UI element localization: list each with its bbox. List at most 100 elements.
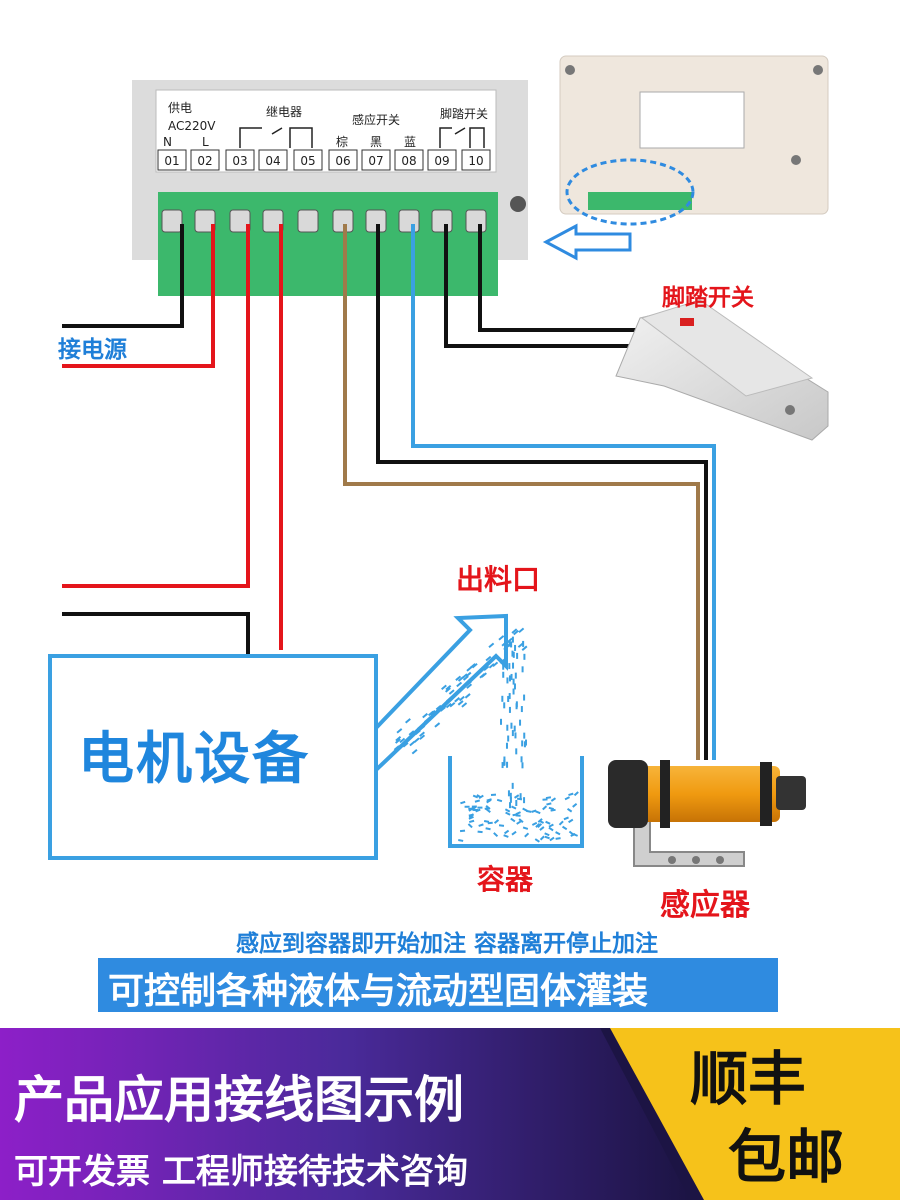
stream-dash <box>419 734 426 740</box>
wire-text-brown: 棕 <box>336 134 348 149</box>
terminal-number: 03 <box>232 154 247 168</box>
wire-sensor-brown <box>343 224 700 760</box>
container-particle <box>471 805 477 808</box>
stream-dash <box>414 729 421 736</box>
container-particle <box>534 838 540 843</box>
stream-dash <box>509 796 512 803</box>
stream-dash <box>514 644 517 651</box>
container-particle <box>573 791 579 797</box>
container-particle <box>505 811 511 816</box>
container-particle <box>526 809 532 813</box>
stream-dash <box>503 756 506 763</box>
pin-letter-l: L <box>202 135 209 149</box>
stream-dash <box>485 655 492 662</box>
stream-dash <box>409 740 416 747</box>
footer-gradient <box>0 1028 690 1200</box>
terminal-number: 10 <box>468 154 483 168</box>
wire-power-n <box>62 224 184 328</box>
stream-dash <box>501 641 508 647</box>
stream-dash <box>507 695 510 702</box>
container-particle <box>458 839 464 842</box>
stream-dash <box>461 673 468 679</box>
banner-background <box>98 958 778 1012</box>
container-particle <box>522 826 529 830</box>
stream-dash <box>519 719 522 726</box>
terminal-number-box <box>461 149 491 171</box>
shipping-panel <box>610 1028 900 1200</box>
stream-dash <box>514 672 517 679</box>
terminal-number-box <box>361 149 391 171</box>
stream-dash <box>465 680 472 687</box>
container-particle <box>496 798 503 803</box>
stream-dash <box>411 748 418 755</box>
wire-text-black: 黑 <box>370 135 382 149</box>
stream-dash <box>445 684 452 691</box>
stream-dash <box>511 636 514 643</box>
container-particle <box>518 818 524 824</box>
stream-dash <box>445 702 452 709</box>
stream-dash <box>515 748 518 755</box>
stream-dash <box>509 802 512 809</box>
stream-dash <box>508 663 511 670</box>
container-particle <box>483 820 490 823</box>
container-particle <box>485 805 491 810</box>
container-particle <box>477 806 483 809</box>
container-particle <box>563 816 569 821</box>
stream-dash <box>514 732 517 739</box>
stream-dash <box>435 704 442 711</box>
container-particle <box>531 821 538 826</box>
stream-dash <box>520 706 523 713</box>
product-photo-terminals <box>588 192 692 210</box>
terminal-screw-icon <box>229 209 251 233</box>
wire-text-blue: 蓝 <box>404 135 416 149</box>
stream-dash <box>405 718 411 724</box>
stream-dash <box>441 684 447 691</box>
label-power-input: 接电源 <box>58 337 127 363</box>
container-particle <box>498 824 505 827</box>
stream-dash <box>510 641 513 648</box>
wire-motor-black <box>62 612 250 654</box>
label-power-supply: 供电 <box>168 101 192 115</box>
stream-dash <box>464 693 471 699</box>
container-particle <box>478 823 484 827</box>
stream-dash <box>500 718 503 725</box>
container-particle <box>542 805 548 811</box>
terminal-number: 08 <box>401 154 416 168</box>
screw-hole-icon <box>565 65 575 75</box>
container-particle <box>468 815 474 820</box>
container-particle <box>548 826 554 832</box>
stream-dash <box>512 651 515 658</box>
container-particle <box>544 832 550 837</box>
container-particle <box>464 805 470 808</box>
screw-hole-icon <box>813 65 823 75</box>
stream-dash <box>511 650 514 657</box>
container-particle <box>478 794 484 799</box>
container-particle <box>549 836 555 842</box>
stream-dash <box>512 678 515 685</box>
stream-dash <box>448 689 455 695</box>
container-particle <box>485 808 491 813</box>
stream-dash <box>498 635 505 641</box>
container-particle <box>472 794 479 799</box>
stream-dash <box>449 702 456 708</box>
stream-dash <box>523 732 526 739</box>
stream-dash <box>419 725 426 731</box>
stream-dash <box>402 742 409 748</box>
container-particle <box>568 792 574 797</box>
wire-sensor-blue <box>411 224 716 760</box>
stream-dash <box>422 712 429 719</box>
stream-dash <box>483 665 490 671</box>
label-foot-switch: 脚踏开关 <box>662 285 754 311</box>
container-particle <box>475 808 481 813</box>
terminal-number: 07 <box>368 154 383 168</box>
stream-dash <box>513 629 519 636</box>
stream-dash <box>506 677 509 684</box>
stream-dash <box>456 681 463 688</box>
stream-dash <box>523 741 526 748</box>
stream-dash <box>522 640 525 647</box>
container-particle <box>468 813 474 819</box>
stream-dash <box>523 694 526 701</box>
terminal-screw-icon <box>431 209 453 233</box>
product-photo-label <box>639 91 745 149</box>
photoelectric-sensor-icon <box>608 760 806 867</box>
